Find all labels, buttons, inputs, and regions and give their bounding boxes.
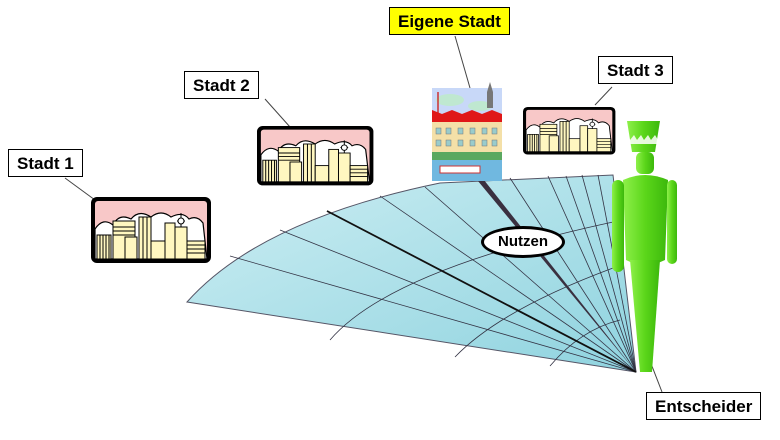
city-skyline-icon-stadt2 <box>256 125 374 186</box>
stadt2-label: Stadt 2 <box>184 71 259 99</box>
eigene-stadt-label: Eigene Stadt <box>389 7 510 35</box>
hometown-illustration-icon <box>432 82 502 181</box>
benefit-fan <box>186 174 637 373</box>
city-skyline-icon-stadt1 <box>90 196 212 264</box>
stadt1-label: Stadt 1 <box>8 149 83 177</box>
decision-maker-figure-icon <box>612 121 677 372</box>
nutzen-label: Nutzen <box>481 226 565 258</box>
own-city-benefit-ray <box>473 175 636 372</box>
stadt3-label: Stadt 3 <box>598 56 673 84</box>
entscheider-label: Entscheider <box>646 392 762 420</box>
city-skyline-icon-stadt3 <box>522 106 616 155</box>
